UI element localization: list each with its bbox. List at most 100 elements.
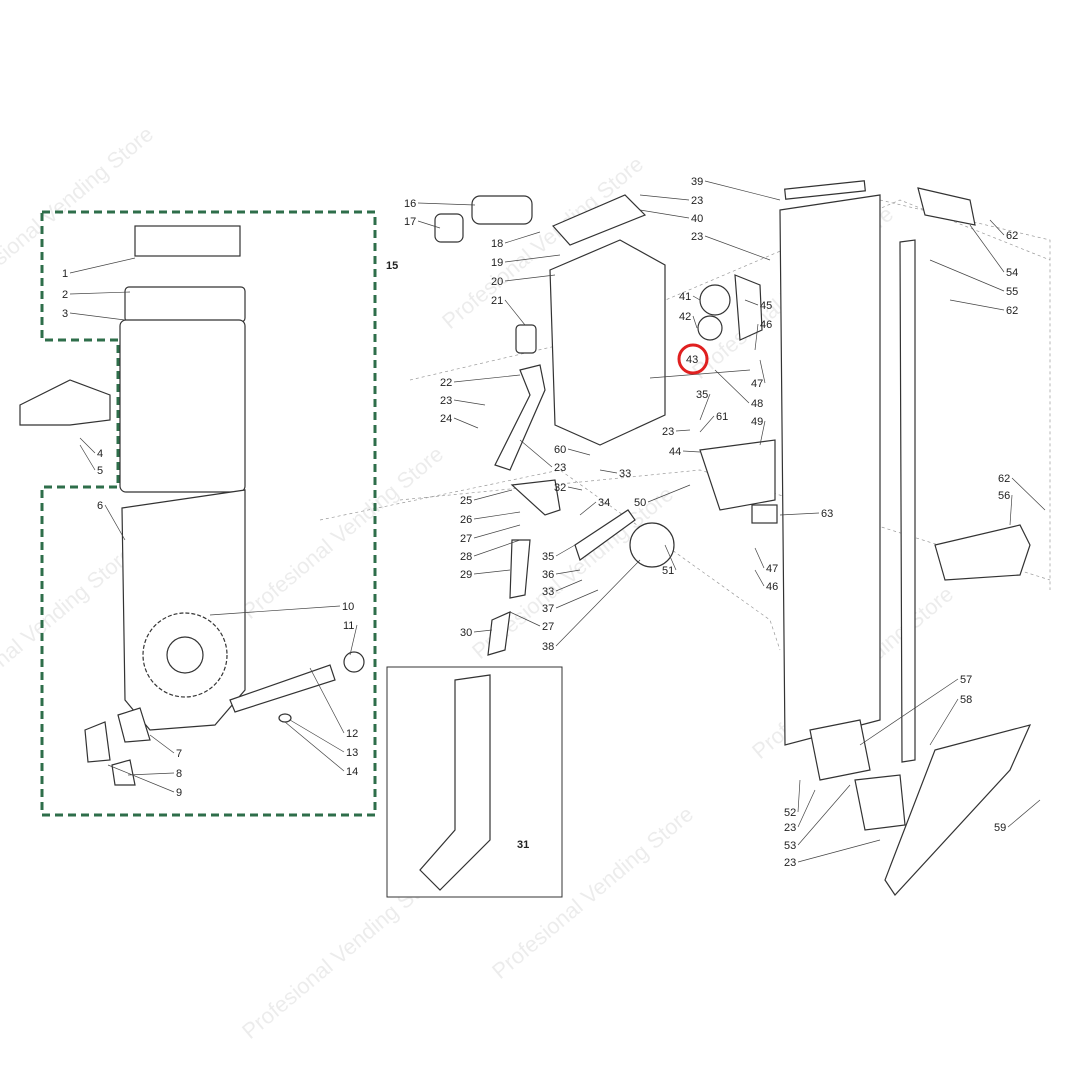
leader-line xyxy=(754,569,765,587)
leader-line xyxy=(929,698,959,746)
part-number-label: 40 xyxy=(691,213,703,225)
leader-line xyxy=(453,399,486,406)
leader-line xyxy=(929,259,1005,292)
leader-line xyxy=(107,764,175,793)
leader-line xyxy=(704,180,781,201)
part-number-label: 23 xyxy=(440,395,452,407)
part-inset-31 xyxy=(419,674,491,891)
leader-line xyxy=(797,779,801,813)
leader-line xyxy=(209,605,341,616)
leader-line xyxy=(473,524,521,539)
part-number-label: 63 xyxy=(821,508,833,520)
leader-line xyxy=(504,231,541,244)
leader-line xyxy=(682,450,701,453)
leader-line xyxy=(417,202,476,206)
part-number-label: 55 xyxy=(1006,286,1018,298)
leader-line xyxy=(797,839,881,863)
leader-line xyxy=(417,220,441,229)
leader-line xyxy=(289,719,345,753)
part-number-label: 46 xyxy=(760,319,772,331)
watermark-text: Profesional Vending Store xyxy=(687,0,898,4)
part-number-label: 33 xyxy=(542,586,554,598)
part-number-label: 22 xyxy=(440,377,452,389)
part-number-label: 46 xyxy=(766,581,778,593)
part-number-label: 8 xyxy=(176,768,182,780)
part-number-label: 51 xyxy=(662,565,674,577)
part-number-label: 17 xyxy=(404,216,416,228)
part-number-label: 29 xyxy=(460,569,472,581)
part-number-label: 32 xyxy=(554,482,566,494)
leader-line xyxy=(1009,494,1013,526)
part-lid xyxy=(134,225,241,257)
part-number-label: 23 xyxy=(784,857,796,869)
part-labels: 1234561011121314789161718192021222324232… xyxy=(62,176,1046,869)
leader-line xyxy=(647,484,691,503)
leader-line xyxy=(69,291,131,295)
part-number-label: 23 xyxy=(691,231,703,243)
group-15-boundary xyxy=(40,210,377,817)
part-number-label: 50 xyxy=(634,497,646,509)
part-number-label: 16 xyxy=(404,198,416,210)
part-number-label: 4 xyxy=(97,448,103,460)
part-number-label: 25 xyxy=(460,495,472,507)
part-number-label: 53 xyxy=(784,840,796,852)
part-bracket-20 xyxy=(549,239,666,446)
part-number-label: 61 xyxy=(716,411,728,423)
leader-line xyxy=(704,235,771,261)
leader-line xyxy=(149,734,175,754)
leader-line xyxy=(744,299,759,306)
highlight-circle-43 xyxy=(677,343,709,375)
part-number-label: 3 xyxy=(62,308,68,320)
leader-line xyxy=(473,539,521,557)
leader-line xyxy=(104,504,126,541)
leader-line xyxy=(779,512,820,516)
part-number-label: 1 xyxy=(62,268,68,280)
part-number-label: 48 xyxy=(751,398,763,410)
part-number-label: 6 xyxy=(97,500,103,512)
leader-line xyxy=(555,579,583,592)
part-cover-58 xyxy=(884,724,1032,896)
part-number-label: 12 xyxy=(346,728,358,740)
part-number-label: 38 xyxy=(542,641,554,653)
part-number-label: 62 xyxy=(998,473,1010,485)
group-label-15: 15 xyxy=(386,260,398,272)
leader-line xyxy=(69,312,126,321)
part-number-label: 47 xyxy=(766,563,778,575)
leader-line xyxy=(714,369,750,404)
part-number-label: 37 xyxy=(542,603,554,615)
leader-line xyxy=(567,448,591,456)
part-number-label: 26 xyxy=(460,514,472,526)
part-number-label: 21 xyxy=(491,295,503,307)
leader-line xyxy=(797,789,816,828)
leader-line xyxy=(949,299,1005,311)
part-number-label: 23 xyxy=(784,822,796,834)
part-number-label: 62 xyxy=(1006,305,1018,317)
part-number-label: 13 xyxy=(346,747,358,759)
part-number-label: 52 xyxy=(784,807,796,819)
watermark-text: Profesional Vending Store xyxy=(0,541,138,724)
part-number-label: 56 xyxy=(998,490,1010,502)
leader-line xyxy=(759,420,766,446)
part-number-label: 33 xyxy=(619,468,631,480)
part-number-label: 23 xyxy=(662,426,674,438)
part-number-label: 57 xyxy=(960,674,972,686)
part-number-label: 24 xyxy=(440,413,452,425)
part-number-label: 23 xyxy=(691,195,703,207)
leader-line xyxy=(599,469,618,474)
part-number-label: 44 xyxy=(669,446,681,458)
leader-line xyxy=(127,772,175,776)
leader-line xyxy=(284,721,345,772)
watermark-text: Profesional Vending Store xyxy=(237,441,448,624)
leader-line xyxy=(754,547,765,569)
leader-line xyxy=(519,439,553,468)
leader-line xyxy=(664,544,677,571)
leader-line xyxy=(504,299,526,326)
part-number-label: 20 xyxy=(491,276,503,288)
part-number-label: 27 xyxy=(460,533,472,545)
leader-line xyxy=(349,624,358,656)
leader-line xyxy=(639,194,690,201)
leader-line xyxy=(759,359,766,384)
leader-line xyxy=(555,559,641,647)
